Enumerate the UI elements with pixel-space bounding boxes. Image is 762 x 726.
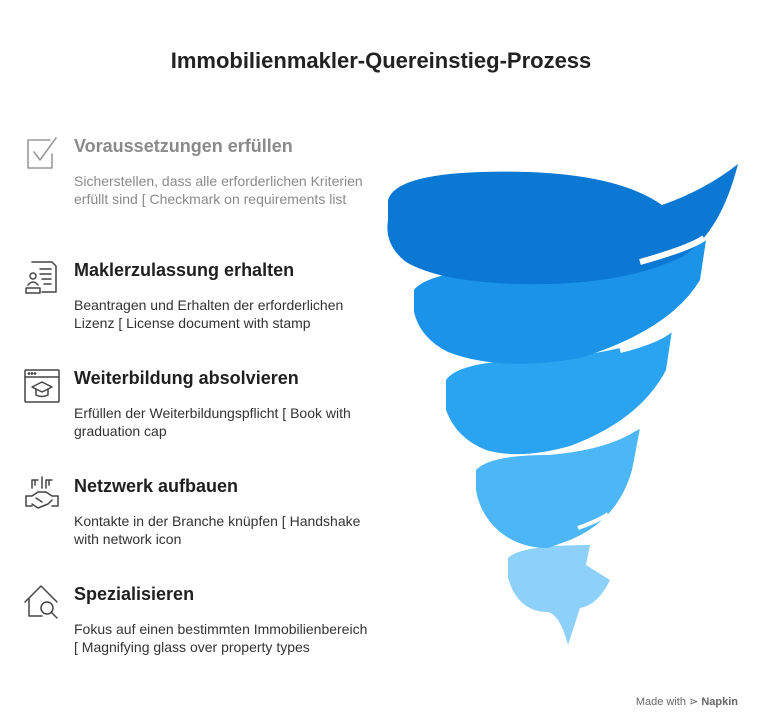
funnel-ring-3 <box>446 330 672 455</box>
handshake-icon <box>22 474 62 514</box>
step-heading: Maklerzulassung erhalten <box>74 260 295 280</box>
license-document-icon <box>22 258 62 298</box>
funnel-ring-5 <box>508 545 610 645</box>
step-description: Beantragen und Erhalten der erforderlich… <box>74 297 344 331</box>
step-heading: Spezialisieren <box>74 584 195 604</box>
footer-brand: Napkin <box>701 696 738 708</box>
graduation-cap-icon <box>22 366 62 406</box>
step-description: Fokus auf einen bestimmten Immobilienber… <box>74 621 368 655</box>
napkin-logo-icon: ⋗ <box>689 696 699 708</box>
step-description: Kontakte in der Branche knüpfen [ Handsh… <box>74 513 361 547</box>
step-heading: Netzwerk aufbauen <box>74 476 239 496</box>
page-title: Immobilienmakler-Quereinstieg-Prozess <box>170 48 592 73</box>
funnel-ring-1 <box>387 164 738 285</box>
step-description: Erfüllen der Weiterbildungspflicht [ Boo… <box>74 405 351 439</box>
footer-made-with: Made with <box>635 696 686 708</box>
step-heading: Voraussetzungen erfüllen <box>74 136 293 156</box>
spiral-funnel <box>387 164 738 645</box>
checkbox-icon <box>22 134 62 174</box>
step-heading: Weiterbildung absolvieren <box>74 368 299 388</box>
step-description: Sicherstellen, dass alle erforderlichen … <box>74 173 363 207</box>
house-search-icon <box>22 582 62 622</box>
footer-attribution: Made with ⋗ Napkin <box>636 695 738 708</box>
